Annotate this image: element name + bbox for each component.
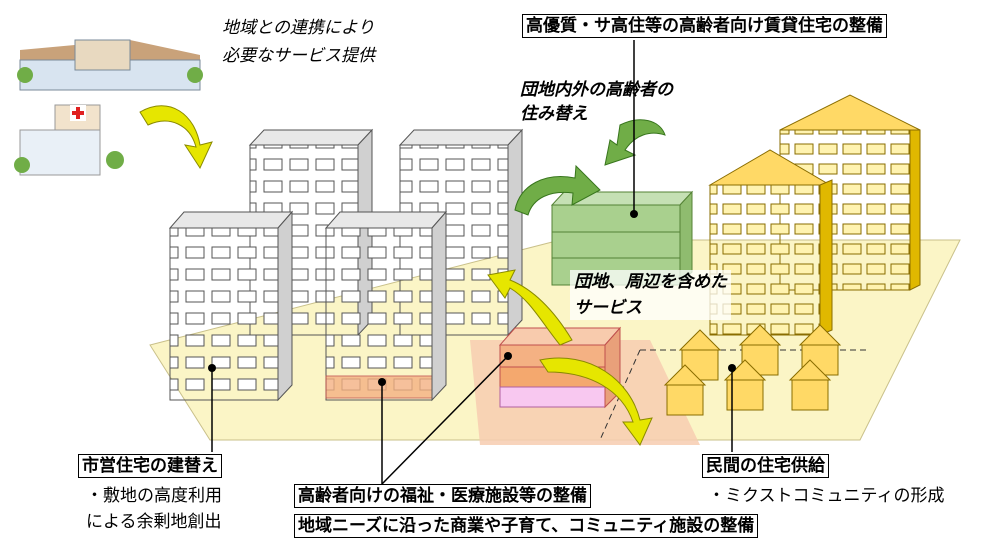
yellow-arrows (139, 105, 653, 446)
community-label: 地域ニーズに沿った商業や子育て、コミュニティ施設の整備 (294, 514, 759, 538)
private-supply-label: 民間の住宅供給 (702, 454, 829, 478)
rebuild-label: 市営住宅の建替え (78, 454, 222, 478)
leader-lines (211, 40, 733, 485)
relocation-line-2: 住み替え (520, 104, 588, 124)
collab-text: 地域との連携により 必要なサービス提供 (222, 18, 375, 66)
area-service-line-2: サービス (574, 298, 642, 318)
collab-line-2: 必要なサービス提供 (222, 46, 375, 66)
service-building (17, 39, 203, 91)
public-housing-tower-front-middle (324, 210, 448, 402)
area-service-text: 団地、周辺を含めた サービス (570, 270, 731, 320)
collab-line-1: 地域との連携により (222, 18, 375, 38)
relocation-line-1: 団地内外の高齢者の (520, 80, 673, 100)
detached-houses (663, 324, 842, 416)
welfare-label: 高齢者向けの福祉・医療施設等の整備 (294, 484, 591, 508)
area-service-line-1: 団地、周辺を含めた (574, 272, 727, 292)
relocation-text: 団地内外の高齢者の 住み替え (520, 80, 673, 124)
public-housing-tower-front-left (168, 210, 294, 402)
rental-housing-label: 高優質・サ高住等の高齢者向け賃貸住宅の整備 (522, 14, 887, 38)
rebuild-notes: ・敷地の高度利用 による余剰地創出 (86, 486, 222, 532)
mixed-community-text: ・ミクストコミュニティの形成 (708, 486, 945, 506)
rebuild-note-1: ・敷地の高度利用 (86, 486, 222, 506)
rebuild-note-2: による余剰地創出 (86, 512, 222, 532)
hospital-building (14, 104, 124, 176)
leader-dots (208, 210, 736, 386)
private-tower-front (708, 149, 833, 336)
